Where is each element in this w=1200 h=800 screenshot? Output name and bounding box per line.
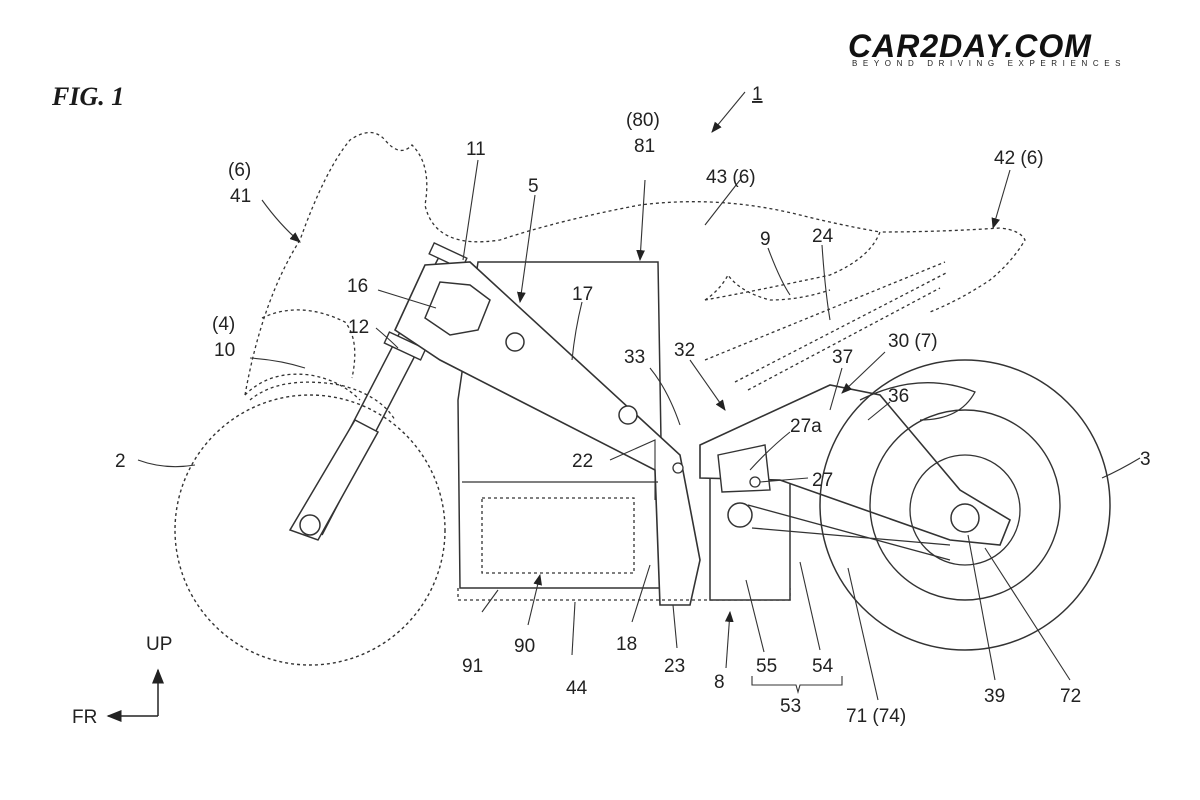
leader-10 (250, 358, 305, 368)
headlight-cowl (262, 310, 355, 378)
label-36: 36 (888, 386, 909, 407)
label-33: 33 (624, 347, 645, 368)
label-6-paren: (6) (228, 160, 251, 181)
label-fr: FR (72, 707, 97, 728)
leader-91 (482, 590, 498, 612)
label-91: 91 (462, 656, 483, 677)
label-37: 37 (832, 347, 853, 368)
label-41: 41 (230, 186, 251, 207)
label-3: 3 (1140, 449, 1151, 470)
label-5: 5 (528, 176, 539, 197)
leader-81 (640, 180, 645, 260)
label-32: 32 (674, 340, 695, 361)
label-up: UP (146, 634, 172, 655)
rear-axle-39 (951, 504, 979, 532)
frame-bolt-lower (619, 406, 637, 424)
frame-bolt-upper (506, 333, 524, 351)
leader-3 (1102, 458, 1140, 478)
front-axle (300, 515, 320, 535)
label-12: 12 (348, 317, 369, 338)
label-11: 11 (466, 139, 486, 160)
seat (705, 228, 1025, 312)
leader-53-brace (752, 676, 842, 692)
label-81: 81 (634, 136, 655, 157)
motor-shaft (728, 503, 752, 527)
leader-23 (673, 605, 677, 648)
leader-32 (690, 360, 725, 410)
label-72: 72 (1060, 686, 1081, 707)
label-39: 39 (984, 686, 1005, 707)
label-71: 71 (74) (846, 706, 906, 727)
label-10: 10 (214, 340, 235, 361)
shock-pivot (750, 477, 760, 487)
label-22: 22 (572, 451, 593, 472)
label-4-paren: (4) (212, 314, 235, 335)
label-43: 43 (6) (706, 167, 756, 188)
label-55: 55 (756, 656, 777, 677)
label-17: 17 (572, 284, 593, 305)
label-24: 24 (812, 226, 834, 247)
front-cowl-lower (245, 374, 360, 400)
label-18: 18 (616, 634, 637, 655)
label-2: 2 (115, 451, 126, 472)
leader-44 (572, 602, 575, 655)
label-9: 9 (760, 229, 771, 250)
leader-41 (262, 200, 300, 242)
label-44: 44 (566, 678, 588, 699)
label-27a: 27a (790, 416, 822, 437)
label-80: (80) (626, 110, 660, 131)
leader-2 (138, 460, 195, 467)
leader-42 (993, 170, 1010, 228)
leader-24 (822, 245, 830, 320)
label-27: 27 (812, 470, 833, 491)
leader-72 (985, 548, 1070, 680)
label-42: 42 (6) (994, 148, 1044, 169)
label-54: 54 (812, 656, 834, 677)
pivot-point-33 (673, 463, 683, 473)
label-90: 90 (514, 636, 535, 657)
leader-1 (712, 92, 745, 132)
label-1: 1 (752, 84, 763, 105)
label-30: 30 (7) (888, 331, 938, 352)
label-53: 53 (780, 696, 801, 717)
label-23: 23 (664, 656, 685, 677)
leader-9 (768, 248, 790, 295)
leader-54 (800, 562, 820, 650)
leader-11 (463, 160, 478, 260)
leader-71 (848, 568, 878, 700)
label-16: 16 (347, 276, 368, 297)
label-8: 8 (714, 672, 725, 693)
leader-8 (726, 612, 730, 668)
